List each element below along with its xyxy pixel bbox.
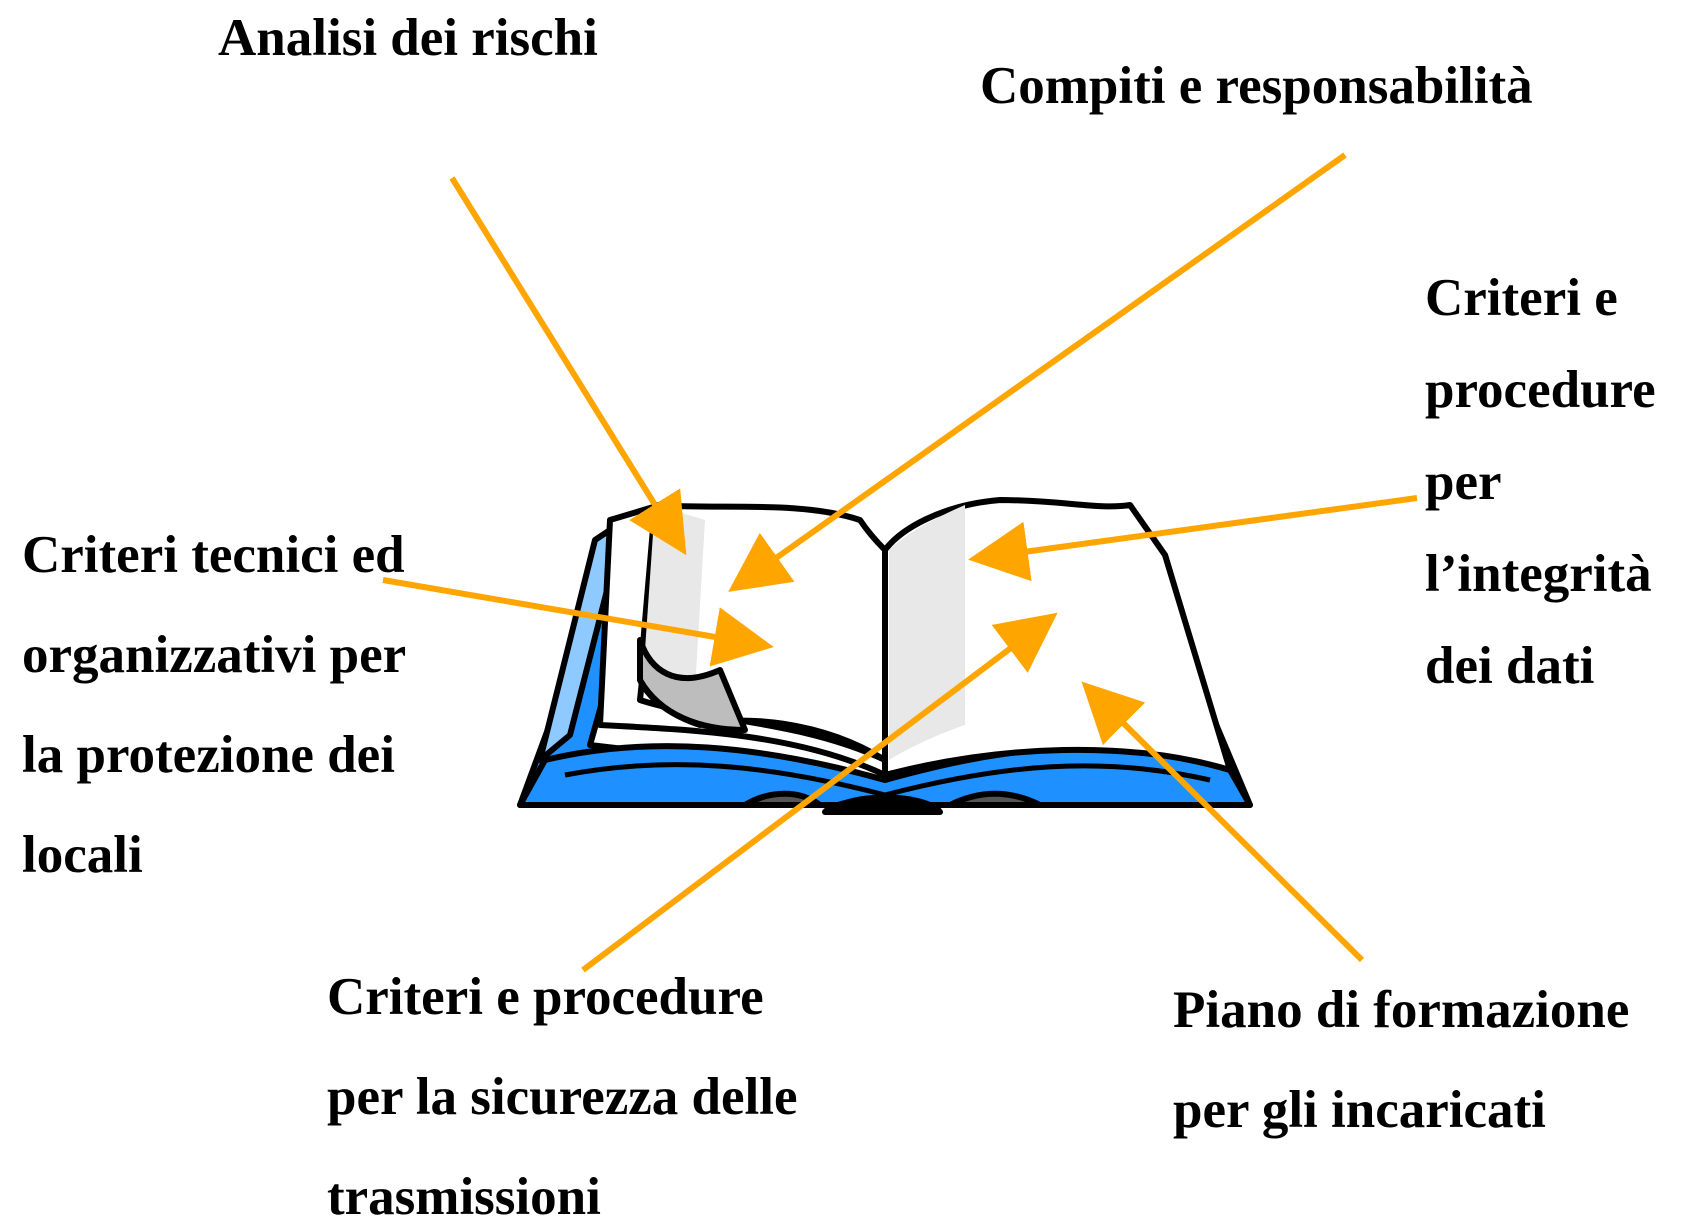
label-line: Criteri e procedure xyxy=(327,968,764,1026)
arrow-sicurezza-trasmissioni xyxy=(581,612,1058,973)
label-line: Criteri tecnici ed xyxy=(22,526,405,584)
label-line: trasmissioni xyxy=(327,1168,601,1221)
label-line: l’integrità xyxy=(1425,545,1652,603)
label-sicurezza-trasmissioni: Criteri e procedure per la sicurezza del… xyxy=(327,947,798,1221)
label-line: la protezione dei xyxy=(22,726,395,784)
label-protezione-locali: Criteri tecnici ed organizzativi per la … xyxy=(22,505,406,905)
label-line: per la sicurezza delle xyxy=(327,1068,798,1126)
arrow-integrita-dati xyxy=(968,495,1418,582)
label-piano-formazione: Piano di formazione per gli incaricati xyxy=(1173,960,1629,1160)
arrows xyxy=(382,152,1418,973)
label-integrita-dati: Criteri e procedure per l’integrità dei … xyxy=(1425,252,1656,712)
arrow-protezione-locali xyxy=(382,577,774,667)
label-analisi-rischi: Analisi dei rischi xyxy=(218,0,598,76)
label-line: locali xyxy=(22,826,143,884)
arrow-piano-formazione xyxy=(1081,681,1365,963)
label-line: procedure xyxy=(1425,361,1656,419)
label-line: organizzativi per xyxy=(22,626,407,684)
label-line: Piano di formazione xyxy=(1173,981,1630,1039)
label-line: dei dati xyxy=(1425,637,1595,695)
label-line: Analisi dei rischi xyxy=(218,9,598,67)
arrow-compiti-responsabilita xyxy=(728,152,1347,592)
label-compiti-responsabilita: Compiti e responsabilità xyxy=(980,48,1533,124)
open-book-icon xyxy=(517,497,1253,815)
label-line: Compiti e responsabilità xyxy=(980,57,1533,115)
arrow-analisi-rischi xyxy=(449,176,687,556)
label-line: per gli incaricati xyxy=(1173,1081,1546,1139)
label-line: per xyxy=(1425,453,1502,511)
label-line: Criteri e xyxy=(1425,269,1618,327)
